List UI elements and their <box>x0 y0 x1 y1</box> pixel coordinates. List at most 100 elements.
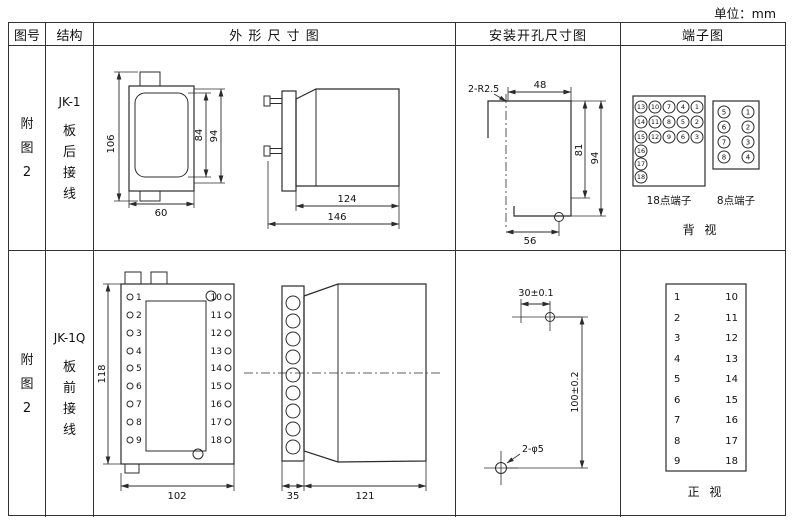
figure-char: 图 <box>20 140 34 156</box>
terminal-pins-18 <box>634 100 704 184</box>
terminal-block-18: 13 10 7 4 1 14 11 8 5 2 15 12 9 6 <box>632 95 706 187</box>
dim-100: 100±0.2 <box>570 371 581 412</box>
pin-number: 5 <box>136 364 142 374</box>
row2-terminal-diagram: 1 2 3 4 5 6 7 8 9 10 11 12 13 14 15 16 1 <box>665 283 747 499</box>
pin-number: 8 <box>136 418 142 428</box>
row1-structure: JK-1 板 后 接 线 <box>46 46 94 251</box>
mount-tab <box>139 71 161 87</box>
terminal-strip-outline <box>665 283 747 472</box>
mount-tab <box>124 271 142 285</box>
mount-hole <box>192 448 204 460</box>
dim-84: 84 <box>194 129 205 142</box>
row1-mounting-cell: 2-R2.5 48 81 <box>456 46 621 251</box>
hole-spec: 2-φ5 <box>522 444 544 455</box>
pin-number: 14 <box>211 364 223 374</box>
col-header-structure: 结构 <box>46 23 94 46</box>
dim-146: 146 <box>327 212 346 223</box>
pin-number: 12 <box>725 333 738 344</box>
pin-number: 2 <box>136 311 142 321</box>
pin-number: 5 <box>722 109 726 117</box>
row2-outline-cell: 1 2 3 4 5 6 7 8 9 10 11 12 13 14 <box>94 251 456 517</box>
pin-number: 6 <box>722 124 727 132</box>
pin-number: 13 <box>725 354 738 365</box>
pin-number: 12 <box>651 133 659 141</box>
col-header-mounting: 安装开孔尺寸图 <box>456 23 621 46</box>
row2-outline-drawing: 1 2 3 4 5 6 7 8 9 10 11 12 13 14 <box>97 271 442 502</box>
pin-number: 13 <box>211 347 222 357</box>
mount-tab <box>124 463 140 474</box>
structure-char: 前 <box>62 381 76 396</box>
pin-number: 11 <box>211 311 222 321</box>
row1-outline-cell: 106 84 94 60 <box>94 46 456 251</box>
mount-hole <box>205 290 217 302</box>
pin-number: 1 <box>136 293 142 303</box>
pin-number: 17 <box>637 160 645 168</box>
pin-number: 11 <box>725 313 738 324</box>
pin-number: 15 <box>211 382 222 392</box>
dim-81: 81 <box>574 144 585 157</box>
figure-char: 附 <box>20 352 34 368</box>
pin-number: 18 <box>211 436 223 446</box>
terminal-18-label: 18点端子 <box>647 194 692 207</box>
row1-figure-no: 附 图 2 <box>9 46 46 251</box>
figure-char: 附 <box>20 116 34 132</box>
structure-char: 接 <box>62 402 76 417</box>
pin-number: 11 <box>651 118 659 126</box>
pin-number: 3 <box>674 333 680 344</box>
terminal-pin-circles <box>126 293 232 444</box>
pin-number: 3 <box>136 329 142 339</box>
front-view-label: 正 视 <box>688 484 725 499</box>
pin-number: 2 <box>695 118 699 126</box>
pin-number: 6 <box>674 395 680 406</box>
row2-structure: JK-1Q 板 前 接 线 <box>46 251 94 517</box>
pin-number: 7 <box>667 103 671 111</box>
dim-56: 56 <box>524 236 537 247</box>
row1-terminal-diagram: 13 10 7 4 1 14 11 8 5 2 15 12 9 6 <box>632 95 760 237</box>
pin-number: 5 <box>681 118 685 126</box>
front-plate-view: 1 2 3 4 5 6 7 8 9 10 11 12 13 14 <box>97 271 235 502</box>
col-header-outline: 外 形 尺 寸 图 <box>94 23 456 46</box>
drill-view: 30±0.1 2-φ5 100±0.2 <box>484 288 588 485</box>
pin-number: 7 <box>722 139 726 147</box>
drawing-table: 图号 结构 外 形 尺 寸 图 安装开孔尺寸图 端子图 附 图 2 JK-1 板… <box>8 22 786 517</box>
pin-number: 14 <box>637 118 645 126</box>
pin-number: 17 <box>725 436 738 447</box>
col-header-terminals: 端子图 <box>621 23 785 46</box>
row2-mounting-cell: 30±0.1 2-φ5 100±0.2 <box>456 251 621 517</box>
dim-60: 60 <box>155 208 168 219</box>
side-view: 35 121 <box>244 283 442 502</box>
pin-number: 3 <box>695 133 699 141</box>
pin-number: 7 <box>674 415 680 426</box>
pin-number: 13 <box>637 103 645 111</box>
row2-figure-no: 附 图 2 <box>9 251 46 517</box>
model-label: JK-1 <box>58 95 81 109</box>
pin-number: 5 <box>674 374 680 385</box>
pin-number: 16 <box>637 147 645 155</box>
pin-number: 2 <box>674 313 680 324</box>
figure-char: 2 <box>22 400 32 416</box>
structure-char: 后 <box>62 145 76 160</box>
pin-number: 15 <box>725 395 738 406</box>
pin-number: 3 <box>746 139 750 147</box>
pin-number: 16 <box>725 415 738 426</box>
structure-char: 线 <box>62 187 76 202</box>
front-view: 106 84 94 60 <box>106 71 225 219</box>
pin-number: 1 <box>746 109 750 117</box>
pin-number: 4 <box>674 354 680 365</box>
dim-35: 35 <box>287 491 300 502</box>
pin-number: 6 <box>136 382 142 392</box>
row1-mounting-drawing: 2-R2.5 48 81 <box>468 80 606 247</box>
figure-char: 2 <box>22 164 32 180</box>
row1-terminals-cell: 13 10 7 4 1 14 11 8 5 2 15 12 9 6 <box>621 46 785 251</box>
model-label: JK-1Q <box>53 331 86 345</box>
pin-number: 10 <box>211 293 223 303</box>
mount-tab <box>150 271 168 285</box>
pin-number: 9 <box>667 133 671 141</box>
pin-number: 8 <box>667 118 671 126</box>
rear-view-label: 背 视 <box>683 222 720 237</box>
pin-number: 10 <box>651 103 659 111</box>
pin-number: 1 <box>674 292 680 303</box>
terminal-8-label: 8点端子 <box>717 194 755 207</box>
cutout-view: 2-R2.5 48 81 <box>468 80 606 247</box>
